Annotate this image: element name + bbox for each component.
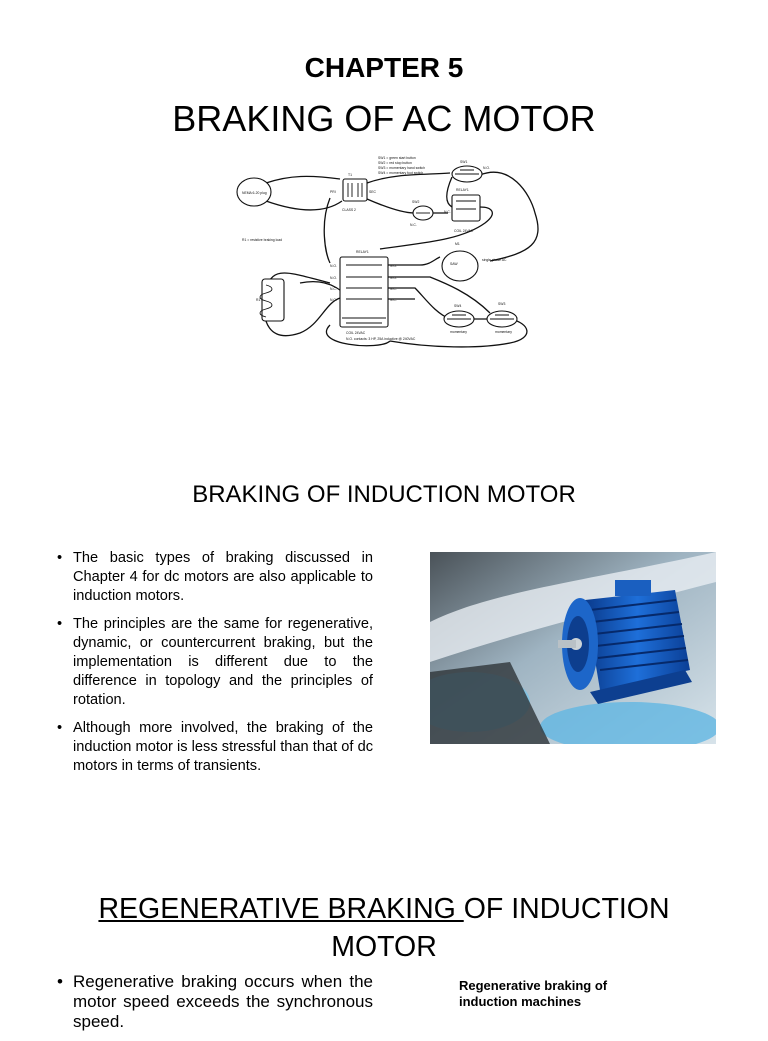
section-title-regenerative-line2: MOTOR: [331, 931, 437, 963]
regenerative-caption: Regenerative braking of induction machin…: [459, 978, 608, 1009]
relay2-nc-2: N.C.: [330, 298, 337, 302]
sw3-label: SW3: [498, 302, 505, 306]
chapter-label: CHAPTER 5: [304, 52, 464, 83]
title-underlined-part: REGENERATIVE BRAKING: [98, 893, 464, 925]
sw1-note-a: N.O.: [483, 166, 490, 170]
relay2-label: RELAY1: [356, 250, 369, 254]
bullet-item: The basic types of braking discussed in …: [57, 549, 373, 606]
relay1-label: RELAY1: [456, 188, 469, 192]
sw4-label: SW4: [454, 304, 461, 308]
relay2-nc-1: N.C.: [330, 287, 337, 291]
blue-motor-photo: [430, 552, 716, 744]
legend-line-4: SW4 = momentary foot switch: [378, 171, 423, 175]
circuit-components: [236, 165, 518, 328]
legend-line-1: SW1 = green start button: [378, 156, 416, 160]
sw4-note: momentary: [450, 330, 467, 334]
motor-note: single phase AC: [482, 258, 507, 262]
legend-line-3: SW3 = momentary hand switch: [378, 166, 425, 170]
nema-label: NEMA 6-20 plug: [242, 191, 267, 195]
t1-label: T1: [348, 173, 352, 177]
m1-label: M1: [455, 242, 460, 246]
title-rest: OF INDUCTION: [463, 893, 670, 925]
bullet-item: Although more involved, the braking of t…: [57, 719, 373, 776]
regenerative-bullets: Regenerative braking occurs when the mot…: [57, 972, 373, 1041]
sw1-label: SW1: [460, 160, 467, 164]
r1-label: R1: [256, 298, 260, 302]
r1-note: R1 = resistive braking load: [242, 238, 282, 242]
class2-label: CLASS 2: [342, 208, 356, 212]
relay2-no-2: N.O.: [330, 276, 337, 280]
sw2-note: N.C.: [410, 223, 417, 227]
sec-label: SEC: [369, 190, 377, 194]
motor-body: [558, 580, 692, 704]
circuit-labels: SW1 = green start button SW2 = red stop …: [242, 156, 512, 341]
section-title-regenerative: REGENERATIVE BRAKING OF INDUCTION: [0, 893, 768, 926]
sw3-note: momentary: [495, 330, 512, 334]
induction-braking-bullets: The basic types of braking discussed in …: [57, 549, 373, 785]
bullet-item: Regenerative braking occurs when the mot…: [57, 972, 373, 1032]
coil1-label: COIL 24VAC: [454, 229, 474, 233]
section-title-braking-induction: BRAKING OF INDUCTION MOTOR: [192, 481, 576, 508]
pri-label: PRI: [330, 190, 336, 194]
legend-line-2: SW2 = red stop button: [378, 161, 412, 165]
bullet-item: The principles are the same for regenera…: [57, 615, 373, 710]
relay2-nc-4: N.C.: [390, 298, 397, 302]
sw2-label: SW2: [412, 200, 419, 204]
chapter-title: BRAKING OF AC MOTOR: [172, 98, 596, 139]
relay2-no-4: N.O.: [390, 276, 397, 280]
relay2-no-1: N.O.: [330, 264, 337, 268]
coil2-note: COIL 24VAC: [346, 331, 366, 335]
motor-label: SAW: [450, 262, 458, 266]
relay2-nc-3: N.C.: [390, 287, 397, 291]
contacts-note: N.O. contacts: 3 HP, 25A inductive @ 240…: [346, 337, 416, 341]
relay2-no-3: N.O.: [390, 264, 397, 268]
braking-circuit-diagram: SW1 = green start button SW2 = red stop …: [236, 156, 539, 348]
relay1-nc: N.C.: [444, 210, 451, 214]
component-details: [259, 169, 514, 324]
